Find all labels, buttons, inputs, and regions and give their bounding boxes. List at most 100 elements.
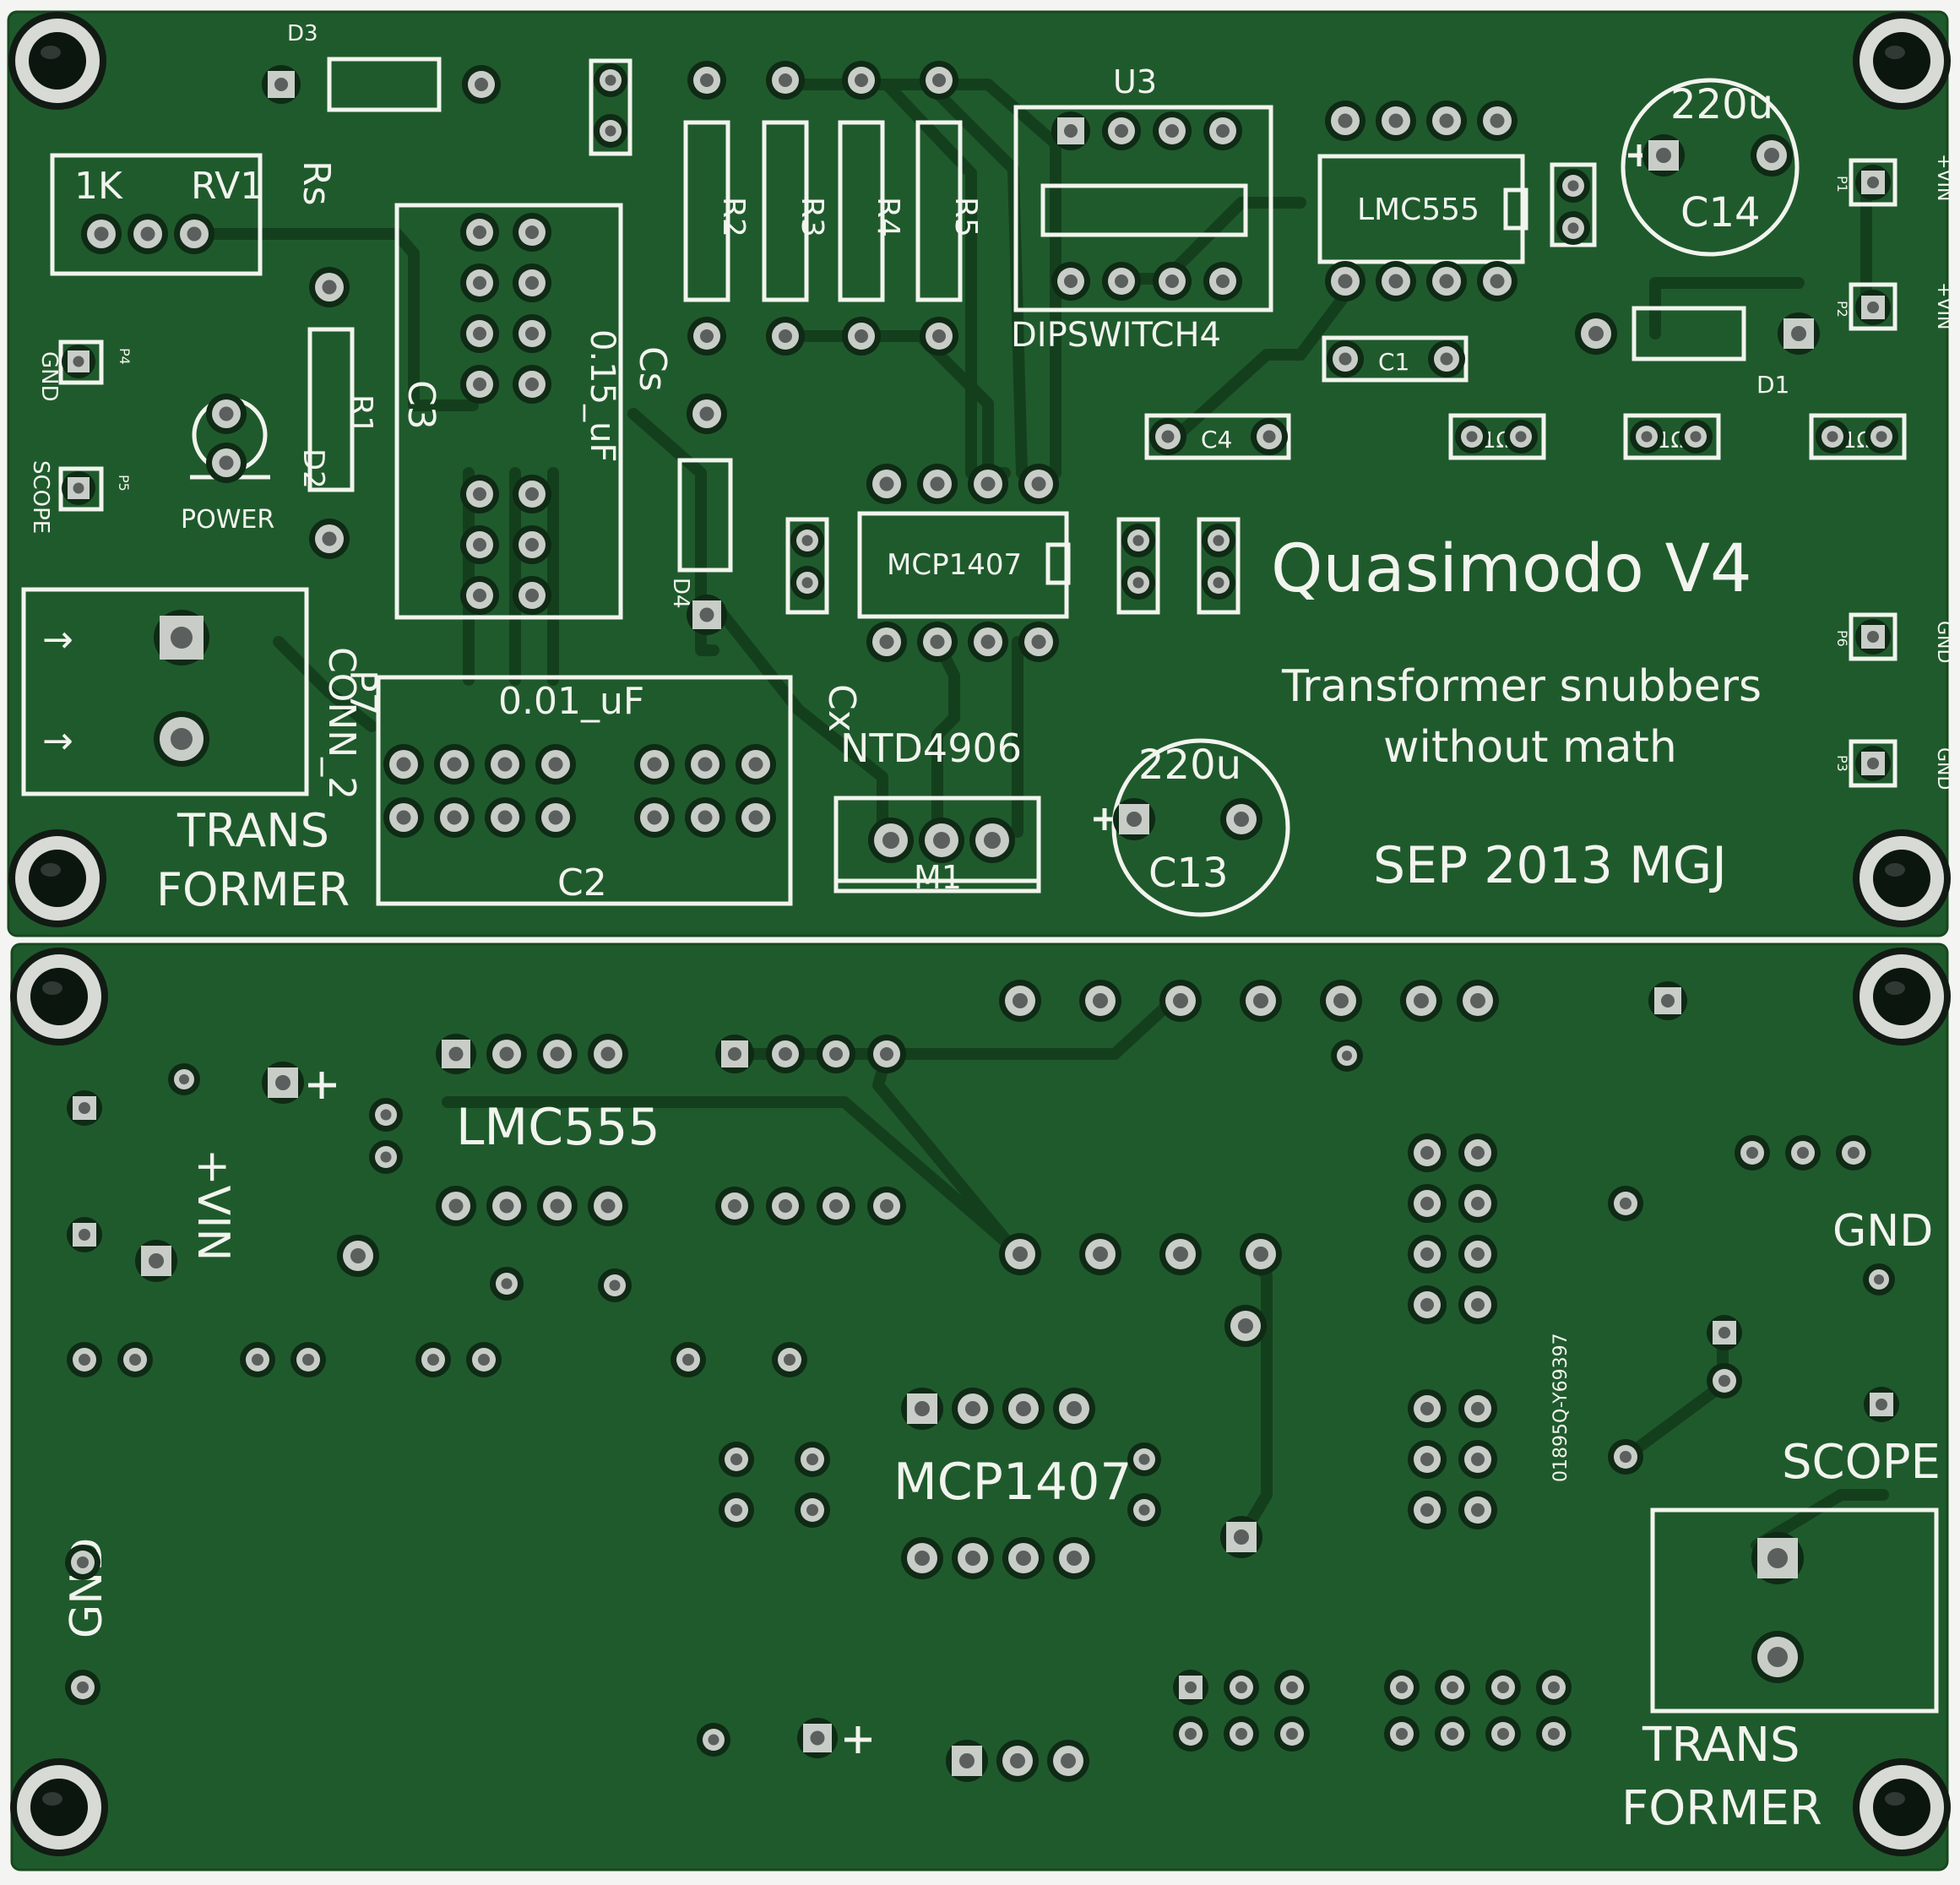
round-pad [1426,261,1467,301]
round-pad [117,1342,153,1377]
round-pad [1376,100,1416,141]
round-pad [485,744,525,785]
square-pad [67,1217,102,1252]
round-pad [685,744,725,785]
title-text: Quasimodo V4 [1271,531,1752,607]
round-pad [736,744,776,785]
trans-bottom-label: TRANS [1642,1718,1800,1773]
square-pad [1778,312,1820,355]
round-pad [687,394,727,434]
square-pad [1707,1315,1742,1350]
round-pad [1504,420,1538,454]
square-pad [1648,981,1687,1020]
round-pad [1455,420,1489,454]
r2-label: R2 [716,197,751,237]
mounting-hole [1853,829,1951,927]
round-pad [1408,1440,1447,1479]
p4-label: P4 [117,348,133,365]
conn2-label: CONN_2 [320,647,363,800]
round-pad [513,314,551,353]
round-pad [1018,622,1059,662]
c13-value-label: 220u [1138,742,1241,789]
round-pad [1274,1716,1310,1752]
round-pad [842,317,881,356]
round-pad [1202,524,1235,557]
cs-label: Cs [631,346,674,392]
round-pad [867,1187,906,1225]
round-pad [513,475,551,513]
cap-small-4-outline [1197,517,1241,615]
round-pad [1102,111,1141,150]
round-pad [1556,169,1590,203]
m1-label: M1 [914,859,962,896]
c4-outline [1144,413,1291,460]
round-pad [1458,1440,1497,1479]
mcp1407-notch [1045,542,1071,585]
c14-label: C14 [1680,189,1761,236]
round-pad [867,1035,906,1073]
round-pad [206,394,247,434]
top-mounting-holes [8,12,1951,927]
round-pad [513,576,551,615]
round-pad [81,214,122,254]
c3-label: C3 [399,380,442,430]
round-pad [434,744,475,785]
round-pad [513,525,551,564]
lmc555-top-label: LMC555 [1357,193,1480,227]
c13-label: C13 [1148,850,1229,897]
trace [1172,281,1357,441]
square-pad [1173,1670,1208,1705]
trace [729,997,1175,1060]
round-pad [1458,1285,1497,1324]
trace [931,636,960,838]
trans-top-label: TRANS [176,804,329,857]
r-small-3-outline [1809,413,1907,460]
round-pad [594,63,627,97]
round-pad [206,443,247,483]
round-pad [466,1342,502,1377]
round-pad [240,1342,275,1377]
scope-bottom-label: SCOPE [1782,1435,1941,1490]
round-pad [1325,261,1365,301]
p7-label: P7 [341,670,384,716]
cap-small-2-outline [785,517,829,615]
round-pad [1575,312,1617,355]
p6-outline [1849,612,1898,661]
round-pad [460,314,499,353]
round-pad [1400,980,1442,1022]
round-pad [1408,1491,1447,1529]
r4-body [838,120,885,302]
lmc555-notch [1503,187,1528,231]
round-pad [917,464,958,504]
round-pad [719,1492,754,1528]
round-pad [67,1342,102,1377]
round-pad [1320,980,1362,1022]
cap-small-1-outline [589,58,633,156]
round-pad [1173,1716,1208,1752]
round-pad [1384,1716,1420,1752]
round-pad [1457,980,1499,1022]
round-pad [1203,111,1242,150]
round-pad [594,114,627,148]
round-pad [309,519,350,559]
round-pad [766,61,805,100]
round-pad [1203,262,1242,301]
round-pad [1751,134,1793,177]
round-pad [1608,1186,1643,1221]
round-pad [1679,420,1713,454]
round-pad [919,818,964,863]
round-pad [952,1537,994,1579]
round-pad [513,365,551,404]
mcp1407-bottom-label: MCP1407 [893,1453,1132,1512]
round-pad [719,1442,754,1477]
vin-p1-label: +VIN [1933,154,1954,201]
round-pad [309,267,350,307]
square-pad [262,65,301,104]
round-pad [1202,566,1235,600]
c1-outline [1322,335,1469,383]
power-label: POWER [181,505,274,535]
round-pad [1002,1537,1045,1579]
round-pad [766,1187,805,1225]
m1-outline [833,796,1041,894]
